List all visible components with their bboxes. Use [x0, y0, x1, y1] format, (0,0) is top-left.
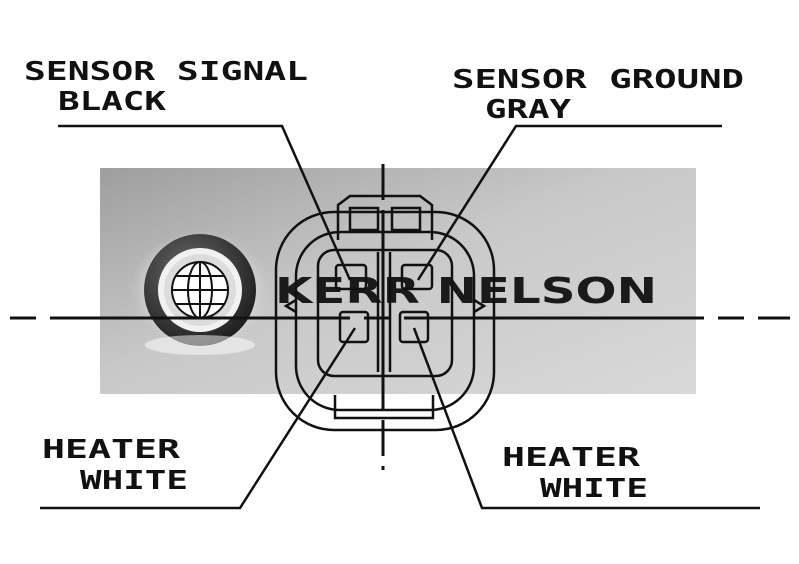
brand-watermark: KERR NELSON — [100, 168, 696, 394]
center-lines — [10, 164, 790, 470]
connector-outline — [274, 194, 496, 432]
label-heater-right-title: HEATER — [502, 443, 641, 473]
label-sensor-signal-title: SENSOR SIGNAL — [24, 57, 308, 87]
connector-cavity — [316, 248, 454, 378]
connector-housing-inner — [294, 230, 476, 412]
latch-window-left — [348, 206, 380, 232]
pin-sensor-ground — [400, 263, 434, 291]
rib-left — [283, 298, 297, 314]
connector-bottom-tab — [333, 395, 435, 420]
latch-window-right — [390, 206, 422, 232]
label-heater-right: HEATER WHITE — [502, 443, 648, 504]
pin-sensor-signal — [334, 263, 368, 291]
pin-heater-right — [398, 310, 430, 344]
label-sensor-ground-title: SENSOR GROUND — [452, 65, 744, 95]
leader-heater-left — [40, 327, 357, 510]
connector-latch — [336, 194, 434, 240]
label-heater-left: HEATER WHITE — [42, 435, 188, 496]
label-sensor-signal-color: BLACK — [58, 87, 166, 117]
label-heater-left-color: WHITE — [80, 466, 188, 496]
rib-right — [473, 298, 487, 314]
label-sensor-ground: SENSOR GROUND GRAY — [452, 65, 744, 125]
label-sensor-signal: SENSOR SIGNAL BLACK — [24, 57, 308, 117]
brand-name: KERR NELSON — [275, 271, 657, 312]
connector-housing-outer — [274, 210, 496, 432]
label-heater-right-color: WHITE — [540, 474, 648, 504]
leader-sensor-signal — [58, 124, 352, 281]
leader-heater-right — [412, 327, 760, 510]
label-heater-left-title: HEATER — [42, 435, 181, 465]
pin-heater-left — [338, 310, 370, 344]
leader-lines — [40, 124, 760, 510]
leader-sensor-ground — [416, 124, 722, 281]
label-sensor-ground-color: GRAY — [485, 95, 571, 125]
